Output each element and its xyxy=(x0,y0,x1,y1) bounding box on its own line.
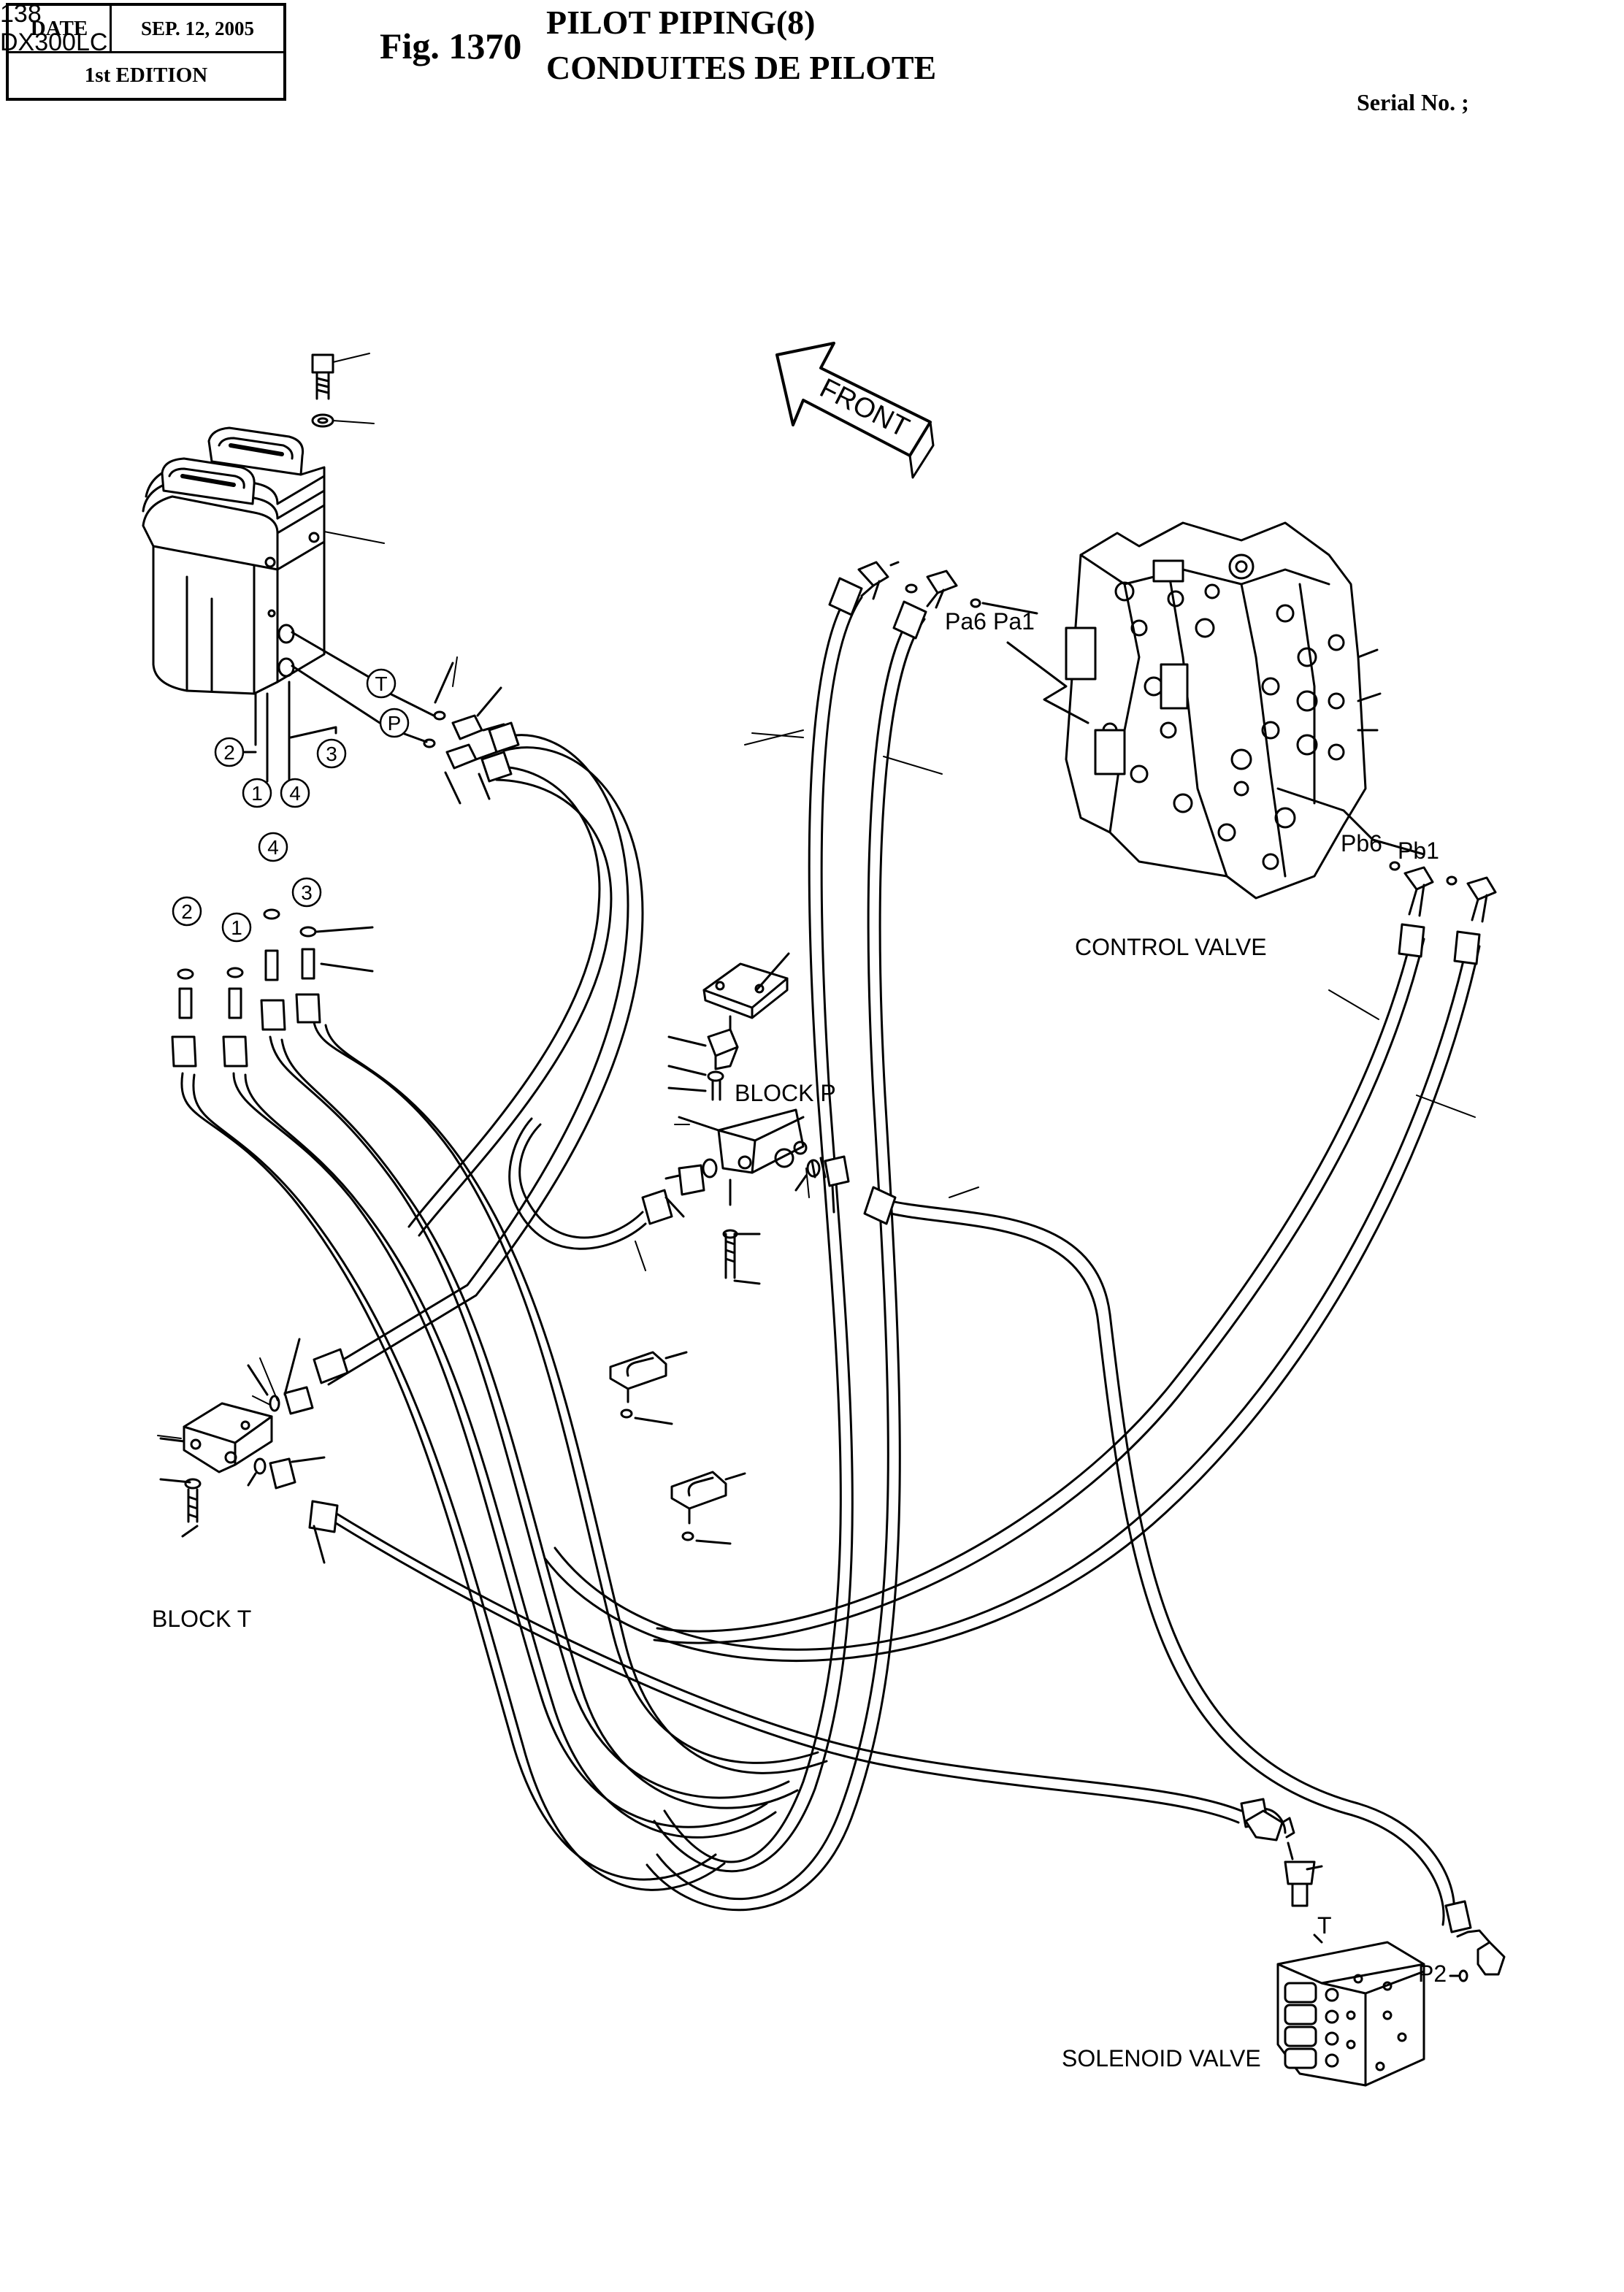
pedal-valve xyxy=(142,353,435,783)
block-t-label: BLOCK T xyxy=(152,1606,251,1632)
pedal-port-labels: T P 2 1 4 3 xyxy=(214,668,410,808)
circle-label-4-bottom: 4 xyxy=(267,836,279,859)
circle-label-2-bottom: 2 xyxy=(181,900,193,923)
hose-clamps xyxy=(609,1351,746,1545)
date-row: DATE SEP. 12, 2005 xyxy=(9,6,283,53)
figure-number: Fig. 1370 xyxy=(380,26,522,66)
diagram-labels: Pa6 Pa1 Pb6 Pb1 CONTROL VALVE BLOCK P BL… xyxy=(152,608,1447,2071)
circle-label-3-bottom: 3 xyxy=(301,881,313,904)
port-p2-label: P2 xyxy=(1418,1961,1447,1987)
circle-label-2-top: 2 xyxy=(223,741,235,764)
solenoid-valve xyxy=(1244,1809,1506,2087)
title-english: PILOT PIPING(8) xyxy=(546,4,816,41)
port-pa1-label: Pa1 xyxy=(993,608,1035,635)
block-t xyxy=(159,1338,326,1564)
date-edition-box: DATE SEP. 12, 2005 1st EDITION xyxy=(6,3,286,101)
hose-ferrules xyxy=(308,577,1481,1933)
circle-label-1-top: 1 xyxy=(251,782,263,805)
control-valve-top-fittings xyxy=(857,561,1038,615)
port-pb1-label: Pb1 xyxy=(1398,838,1439,864)
solenoid-valve-label: SOLENOID VALVE xyxy=(1062,2045,1261,2071)
leader-lines xyxy=(157,353,1476,1439)
hoses xyxy=(180,590,1481,1926)
serial-number: Serial No. ; xyxy=(1357,89,1469,115)
port-t-pedal: T xyxy=(375,672,387,695)
edition: 1st EDITION xyxy=(84,64,208,87)
port-pb6-label: Pb6 xyxy=(1341,830,1382,856)
bolt-head xyxy=(311,353,334,374)
port-t-solenoid-label: T xyxy=(1317,1912,1332,1939)
circle-label-4-top: 4 xyxy=(289,782,301,805)
pedal-fittings xyxy=(423,662,505,805)
control-valve-bottom-fittings xyxy=(1389,861,1497,923)
date-value: SEP. 12, 2005 xyxy=(140,17,255,39)
circle-label-3-top: 3 xyxy=(326,743,337,765)
port-p-pedal: P xyxy=(388,712,402,735)
block-p-label: BLOCK P xyxy=(735,1080,836,1106)
date-label: DATE xyxy=(9,6,112,51)
circle-label-1-bottom: 1 xyxy=(231,916,242,939)
block-p xyxy=(664,952,850,1285)
front-arrow-icon: FRONT xyxy=(775,342,935,479)
control-valve-label: CONTROL VALVE xyxy=(1075,934,1267,960)
port-pa6-label: Pa6 xyxy=(945,608,987,635)
control-valve xyxy=(1006,521,1425,900)
lower-fittings xyxy=(171,908,374,1068)
title-french: CONDUITES DE PILOTE xyxy=(546,49,937,86)
lower-circle-labels: 2 1 4 3 xyxy=(172,832,322,943)
